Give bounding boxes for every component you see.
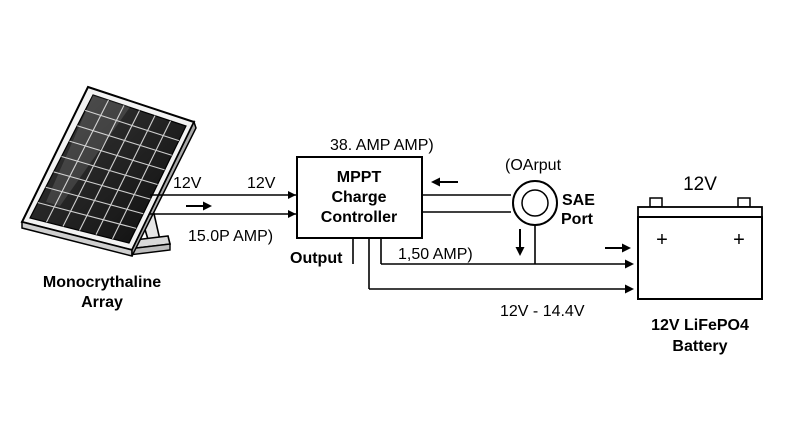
panel-cell-grid: [37, 99, 180, 240]
controller-title-line3: Controller: [321, 209, 397, 226]
input-voltage-right: 12V: [247, 175, 276, 192]
output-arrowhead-upper: [625, 259, 634, 269]
battery-voltage: 12V: [683, 174, 717, 195]
battery-input-arrow-icon: [605, 243, 631, 253]
panel-cell-line: [53, 171, 151, 200]
controller-top-label: 38. AMP AMP): [330, 137, 434, 154]
sae-port-top-label: (OArput: [505, 157, 562, 174]
panel-cell-line: [84, 109, 180, 142]
panel-cell-line: [61, 155, 158, 186]
sae-to-controller-arrow-icon: [431, 177, 458, 187]
charge-controller-box: [296, 156, 423, 239]
output-voltage-range: 12V - 14.4V: [500, 303, 585, 320]
panel-cell-line: [69, 140, 165, 171]
controller-title-line2: Charge: [331, 189, 386, 206]
battery-terminal-right: +: [733, 229, 745, 251]
input-flow-arrow-icon: [186, 201, 212, 211]
input-voltage-left: 12V: [173, 175, 202, 192]
controller-title-line1: MPPT: [337, 169, 382, 186]
input-current: 15.0P AMP): [188, 228, 273, 245]
output-current: 1,50 AMP): [398, 246, 473, 263]
sae-port-label-line1: SAE: [562, 192, 595, 209]
sae-port-label-line2: Port: [561, 211, 594, 228]
panel-label-line1: Monocrythaline: [43, 274, 161, 291]
output-arrowhead-lower: [625, 284, 634, 294]
input-wire-arrowhead-bottom: [288, 210, 296, 218]
battery-label-line1: 12V LiFePO4: [651, 317, 749, 334]
controller-output-label: Output: [290, 250, 343, 267]
controller-sae-wires: [422, 194, 511, 213]
sae-port-connector: [512, 180, 558, 226]
panel-cell-line: [45, 186, 144, 215]
sae-down-arrow-icon: [515, 229, 525, 256]
input-wires: [150, 194, 296, 215]
battery-terminal-left: +: [656, 229, 668, 251]
input-wire-arrowhead-top: [288, 191, 296, 199]
panel-cell-line: [37, 202, 137, 229]
battery: [637, 197, 763, 300]
output-wires: [352, 222, 632, 290]
battery-label-line2: Battery: [672, 338, 727, 355]
panel-label-line2: Array: [81, 294, 123, 311]
solar-panel: [20, 85, 197, 257]
panel-cell-line: [77, 125, 172, 156]
